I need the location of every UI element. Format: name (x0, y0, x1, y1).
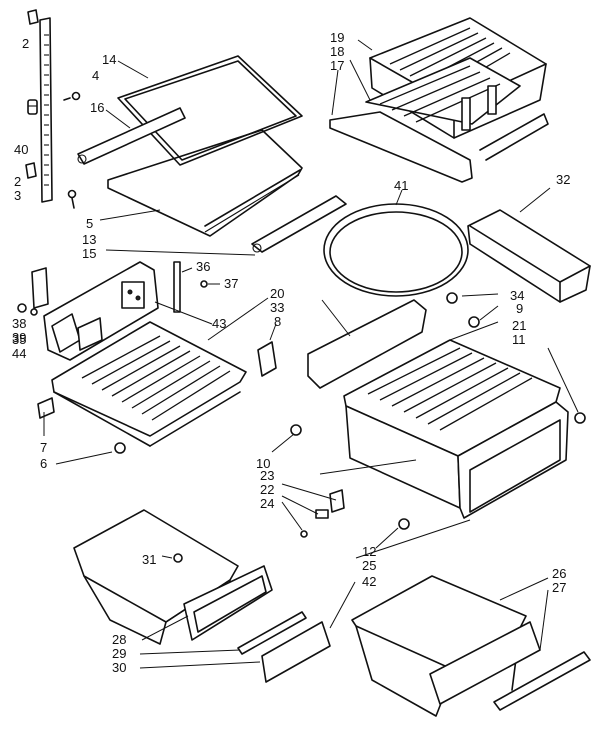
callout-4: 4 (92, 68, 99, 83)
callout-10: 10 (256, 456, 270, 471)
callout-12: 12 (362, 544, 376, 559)
callouts: 2 4 14 16 40 2 3 5 13 15 19 18 17 41 32 … (12, 30, 570, 675)
callout-14: 14 (102, 52, 116, 67)
pan-handle (237, 611, 307, 655)
shelf-rail (39, 17, 53, 203)
callout-40: 40 (14, 142, 28, 157)
callout-32: 32 (556, 172, 570, 187)
small-bin (467, 209, 591, 303)
callout-6: 6 (40, 456, 47, 471)
callout-31: 31 (142, 552, 156, 567)
leader-lines (43, 39, 579, 669)
callout-36: 36 (196, 259, 210, 274)
callout-41: 41 (394, 178, 408, 193)
pan-screw (173, 553, 183, 563)
callout-11: 11 (512, 332, 526, 347)
shelf-bracket (31, 267, 49, 309)
callout-9: 9 (516, 301, 523, 316)
callout-34: 34 (510, 288, 524, 303)
deli-drawer-cover (365, 57, 521, 131)
rail-screw (63, 91, 81, 209)
callout-8: 8 (274, 314, 281, 329)
callout-5: 5 (86, 216, 93, 231)
drawer-glide (398, 518, 410, 530)
callout-35: 35 (12, 332, 26, 347)
callout-19: 19 (330, 30, 344, 45)
callout-29: 29 (112, 646, 126, 661)
callout-42: 42 (362, 574, 376, 589)
crisper-drawer (345, 401, 569, 519)
pan-label (261, 621, 331, 683)
callout-2-top: 2 (22, 36, 29, 51)
crisper-support (290, 292, 586, 436)
lazy-susan-tray (323, 203, 469, 297)
callout-7: 7 (40, 440, 47, 455)
callout-24: 24 (260, 496, 274, 511)
cover-glide (37, 397, 126, 454)
deli-drawer-frame (329, 111, 549, 183)
callout-27: 27 (552, 580, 566, 595)
callout-2-mid: 2 (14, 174, 21, 189)
callout-33: 33 (270, 300, 284, 315)
callout-16: 16 (90, 100, 104, 115)
crisper-rear-rail (307, 299, 427, 389)
callout-28: 28 (112, 632, 126, 647)
shelf-trim (251, 195, 347, 253)
callout-17: 17 (330, 58, 344, 73)
callout-23: 23 (260, 468, 274, 483)
shelf-frame (107, 129, 303, 237)
callout-21: 21 (512, 318, 526, 333)
callout-13: 13 (82, 232, 96, 247)
callout-22: 22 (260, 482, 274, 497)
rail-cap (27, 99, 38, 115)
callout-37: 37 (224, 276, 238, 291)
callout-39: 39 (12, 330, 26, 345)
support-rod (173, 261, 208, 313)
callout-3: 3 (14, 188, 21, 203)
cover-support-left (257, 341, 277, 377)
support-panel (43, 261, 159, 361)
callout-20: 20 (270, 286, 284, 301)
callout-15: 15 (82, 246, 96, 261)
callout-26: 26 (552, 566, 566, 581)
callout-30: 30 (112, 660, 126, 675)
callout-44: 44 (12, 346, 26, 361)
bracket-screw (17, 303, 38, 316)
humidity-control (300, 489, 345, 538)
callout-25: 25 (362, 558, 376, 573)
pan-front (183, 565, 273, 641)
callout-38: 38 (12, 316, 26, 331)
callout-18: 18 (330, 44, 344, 59)
glass-shelf (117, 55, 303, 166)
rail-clip (25, 9, 39, 179)
callout-43: 43 (212, 316, 226, 331)
vegetable-pan-handle (493, 651, 591, 711)
crisper-cover-left (51, 321, 247, 447)
shelf-frame-rear (77, 107, 186, 165)
